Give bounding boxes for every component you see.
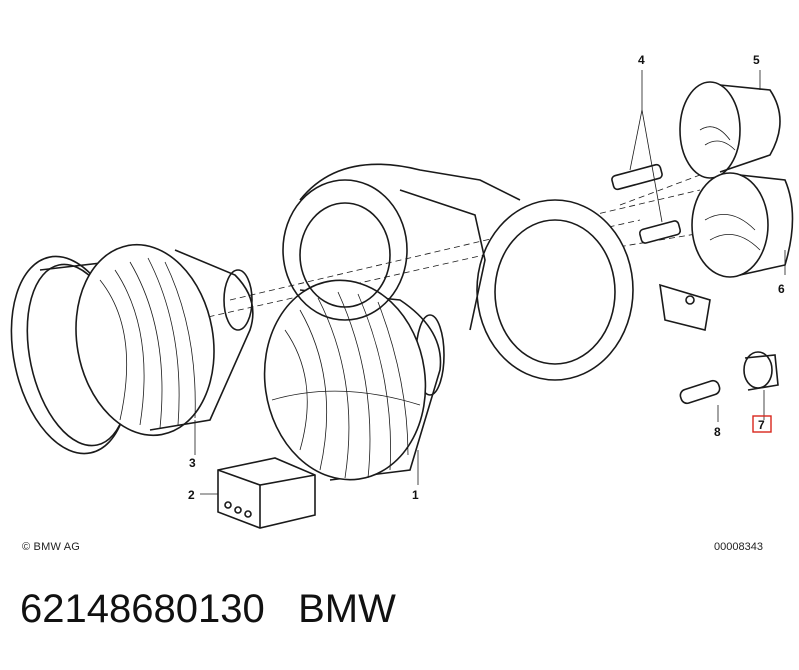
callout-7: 7 — [758, 418, 765, 432]
assembly-axis-lines — [149, 174, 721, 331]
callout-5: 5 — [753, 53, 760, 67]
headlight-housing — [282, 163, 711, 381]
callout-3: 3 — [189, 456, 196, 470]
part-7-parking-light-socket — [743, 351, 779, 420]
copyright-notice: © BMW AG — [22, 541, 80, 553]
callout-8: 8 — [714, 425, 721, 439]
exploded-parts-diagram: 1 2 3 4 5 6 7 8 — [10, 53, 794, 529]
brand-name: BMW — [298, 587, 396, 631]
part-1-headlight-insert — [263, 279, 445, 485]
callout-1: 1 — [412, 488, 419, 502]
part-4-bulbs — [611, 70, 682, 244]
part-number: 62148680130 — [20, 587, 265, 631]
callout-4: 4 — [638, 53, 645, 67]
drawing-number: 00008343 — [714, 541, 763, 553]
part-5-bulb-socket — [679, 70, 781, 179]
callouts: 1 2 3 4 5 6 7 8 — [188, 53, 785, 502]
part-caption: 62148680130 BMW — [20, 587, 396, 632]
callout-7-highlight-box — [752, 415, 772, 433]
part-3-outer-headlight — [75, 243, 254, 455]
part-8-parking-bulb — [679, 379, 721, 422]
callout-6: 6 — [778, 282, 785, 296]
part-2-connector-box — [200, 457, 316, 529]
part-6-bulb-socket — [691, 172, 794, 278]
callout-2: 2 — [188, 488, 195, 502]
